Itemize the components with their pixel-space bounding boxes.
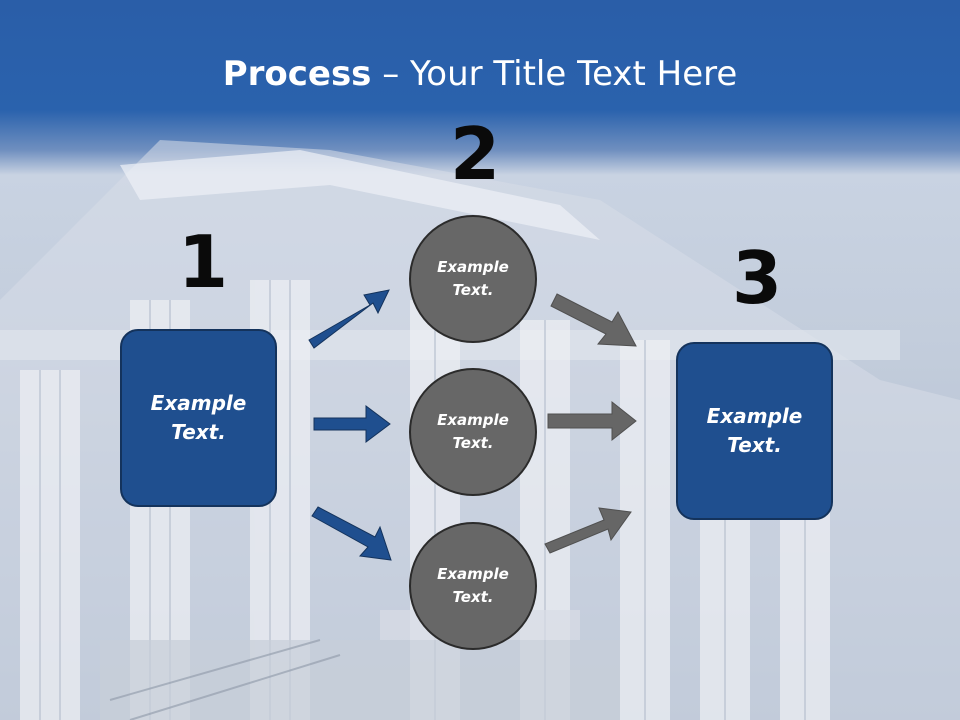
step-2-circle-middle[interactable]: Example Text.: [409, 368, 537, 496]
step-3-box-text: Example Text.: [706, 404, 803, 457]
circle-bottom-text: Example Text.: [437, 565, 509, 606]
arrow-right-icon: [547, 400, 637, 442]
title-rest-part: – Your Title Text Here: [371, 54, 738, 94]
arrow-down-right-icon: [550, 293, 637, 347]
step-3-box[interactable]: Example Text.: [676, 342, 833, 520]
arrow-up-right-icon: [544, 507, 632, 554]
step-2-circle-bottom[interactable]: Example Text.: [409, 522, 537, 650]
arrow-up-right-icon: [308, 289, 390, 349]
title-bold-part: Process: [222, 54, 372, 94]
arrow-right-icon: [313, 405, 391, 443]
slide-title: Process – Your Title Text Here: [0, 52, 960, 96]
step-1-box-text: Example Text.: [150, 391, 247, 444]
step-1-box[interactable]: Example Text.: [120, 329, 277, 507]
step-number-3: 3: [732, 236, 783, 320]
step-number-1: 1: [178, 220, 229, 304]
arrow-down-right-icon: [311, 506, 392, 561]
circle-top-text: Example Text.: [437, 258, 509, 299]
step-2-circle-top[interactable]: Example Text.: [409, 215, 537, 343]
circle-middle-text: Example Text.: [437, 411, 509, 452]
step-number-2: 2: [450, 112, 501, 196]
